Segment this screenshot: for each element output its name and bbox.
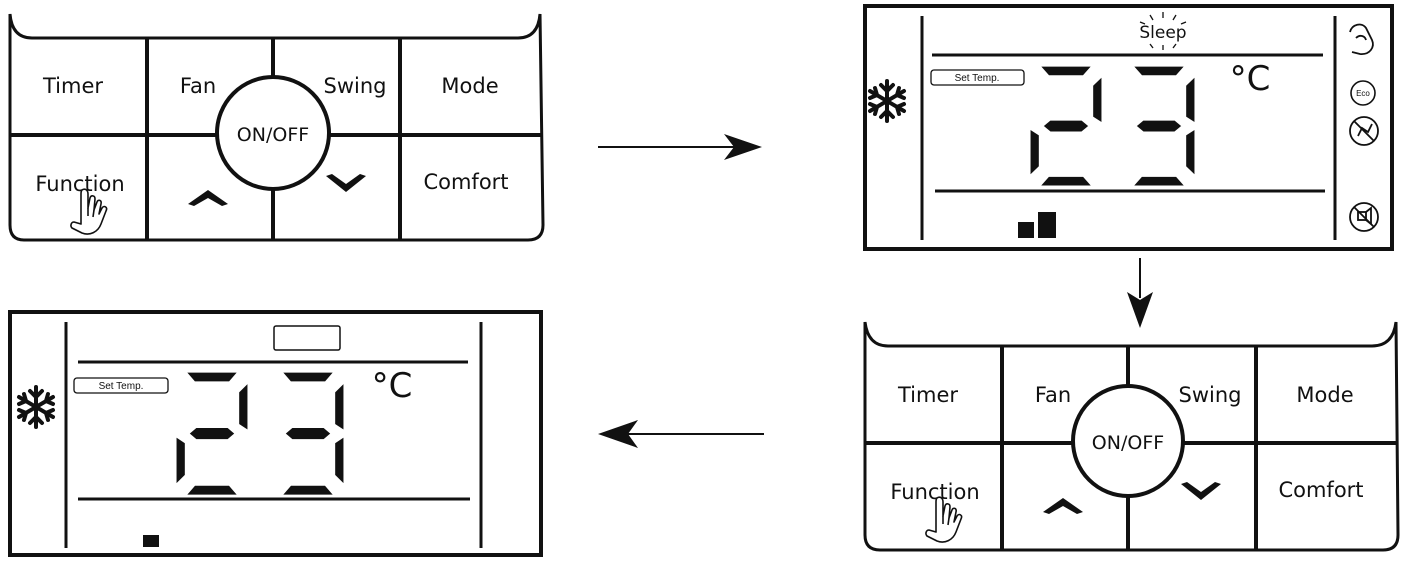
chevron-down-icon[interactable] [326, 174, 366, 192]
no-mosquito-icon [1349, 116, 1379, 146]
arrow-right-icon [598, 134, 762, 160]
set-temp-badge: Set Temp. [73, 377, 169, 394]
onoff-button[interactable]: ON/OFF [237, 124, 309, 146]
eco-icon: Eco [1350, 80, 1376, 106]
display-sleep-panel: Sleep Set Temp. °C [863, 4, 1394, 251]
sleep-indicator: Sleep [1139, 12, 1187, 50]
no-sound-icon [1349, 202, 1379, 232]
sleep-label: Sleep [1139, 23, 1186, 43]
snowflake-icon [17, 385, 55, 429]
timer-button[interactable]: Timer [42, 74, 103, 98]
fan-button[interactable]: Fan [180, 74, 216, 98]
chevron-up-icon[interactable] [1043, 498, 1083, 514]
onoff-button[interactable]: ON/OFF [1092, 432, 1164, 454]
mode-button[interactable]: Mode [441, 74, 498, 98]
temperature-readout [176, 372, 344, 495]
celsius-unit: °C [372, 366, 413, 406]
arrow-left-icon [598, 420, 764, 448]
mode-button[interactable]: Mode [1296, 383, 1353, 407]
arrow-down-icon [1127, 258, 1153, 328]
swing-button[interactable]: Swing [1179, 383, 1242, 407]
temperature-readout [1030, 66, 1195, 186]
arm-icon [1349, 23, 1374, 55]
function-button[interactable]: Function [35, 172, 124, 196]
eco-label: Eco [1356, 89, 1370, 98]
blink-rays-icon [1139, 12, 1187, 50]
set-temp-label: Set Temp. [99, 381, 144, 392]
timer-button[interactable]: Timer [897, 383, 958, 407]
comfort-button[interactable]: Comfort [423, 170, 508, 194]
set-temp-badge: Set Temp. [930, 69, 1025, 86]
snowflake-icon [868, 79, 906, 123]
remote-panel-bottom: Timer Fan Swing Mode ON/OFF Function Com… [863, 321, 1400, 552]
swing-button[interactable]: Swing [324, 74, 387, 98]
fan-speed-bars [1018, 212, 1056, 238]
celsius-unit: °C [1230, 59, 1271, 99]
chevron-down-icon[interactable] [1181, 482, 1221, 500]
comfort-button[interactable]: Comfort [1278, 478, 1363, 502]
set-temp-label: Set Temp. [955, 73, 1000, 84]
display-normal-panel: Set Temp. °C [8, 310, 543, 557]
sleep-indicator-blank [273, 325, 341, 351]
chevron-up-icon[interactable] [188, 190, 228, 206]
fan-speed-bars [143, 535, 159, 547]
remote-panel-top: Timer Fan Swing Mode ON/OFF Function Com… [8, 13, 545, 242]
fan-button[interactable]: Fan [1035, 383, 1071, 407]
function-button[interactable]: Function [890, 480, 979, 504]
